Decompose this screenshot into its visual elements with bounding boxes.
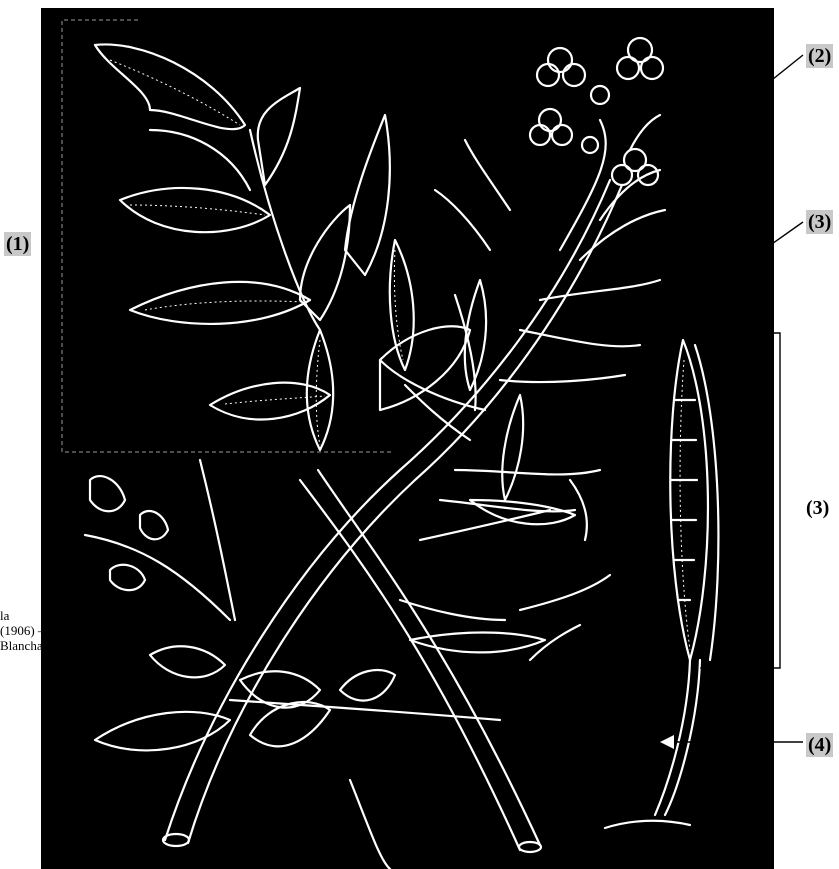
callout-leaf: (1) bbox=[4, 232, 31, 256]
callout-stalk: (4) bbox=[806, 733, 833, 757]
callout-pod-detail: (3) bbox=[806, 496, 829, 520]
image-credit: la (1906) – Blanchard, bbox=[0, 608, 120, 653]
callout-flower: (2) bbox=[806, 44, 833, 68]
illustration-background bbox=[41, 8, 774, 869]
callout-pod: (3) bbox=[806, 210, 833, 234]
